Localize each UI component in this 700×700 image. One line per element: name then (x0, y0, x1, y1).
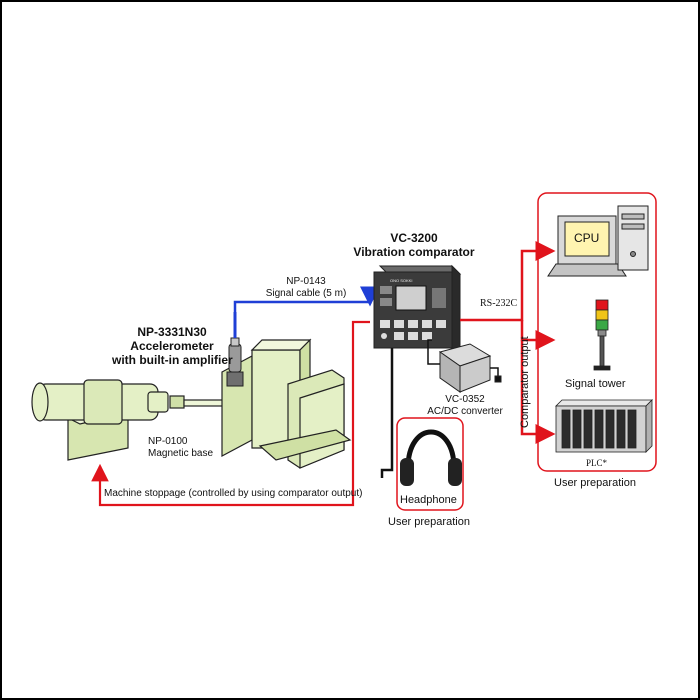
comparator-name: Vibration comparator (353, 244, 475, 259)
plc-label: PLC* (586, 458, 608, 468)
rs232c-label: RS-232C (480, 298, 518, 309)
pc-icon (547, 205, 649, 277)
cpu-label: CPU (574, 231, 600, 245)
plc-icon (555, 399, 653, 453)
machine-stoppage-line (91, 320, 370, 507)
accelerometer-name-line1: Accelerometer (130, 338, 214, 353)
signal-cable-line (233, 286, 380, 312)
svg-text:ONO SOKKI: ONO SOKKI (390, 278, 412, 283)
magnetic-base-label: NP-0100 Magnetic base (148, 436, 213, 459)
accelerometer-model: NP-3331N30 (137, 325, 207, 339)
converter-model: VC-0352 (445, 394, 485, 405)
ac-dc-converter-icon (427, 339, 502, 393)
signal-tower-label: Signal tower (565, 378, 626, 390)
headphone-cable-line (380, 348, 394, 478)
comparator-label: VC-3200 Vibration comparator (344, 231, 484, 260)
signal-cable-label: NP-0143 Signal cable (5 m) (246, 276, 366, 299)
headphone-icon (400, 429, 462, 486)
user-preparation-box-right (537, 192, 657, 472)
magnetic-base-name: Magnetic base (148, 447, 214, 459)
comparator-output-label: Comparator output (519, 336, 531, 428)
magnetic-base-model: NP-0100 (148, 436, 188, 447)
machine (31, 338, 352, 469)
comparator-model: VC-3200 (390, 231, 438, 245)
user-preparation-headphone-label: User preparation (388, 516, 470, 528)
converter-label: VC-0352 AC/DC converter (420, 394, 510, 417)
signal-tower-icon (593, 299, 611, 371)
converter-name: AC/DC converter (427, 405, 503, 417)
machine-stoppage-label: Machine stoppage (controlled by using co… (104, 488, 363, 499)
accelerometer-sensor-icon (226, 312, 244, 387)
accelerometer-label: NP-3331N30 Accelerometer with built-in a… (112, 325, 233, 367)
vc-3200-device-icon: ONO SOKKI (373, 264, 462, 358)
user-preparation-box-headphone (396, 417, 464, 511)
headphone-label: Headphone (400, 494, 457, 506)
accelerometer-name-line2: with built-in amplifier (112, 352, 233, 367)
user-preparation-right-label: User preparation (554, 477, 636, 489)
signal-cable-name: Signal cable (5 m) (265, 287, 347, 299)
signal-cable-model: NP-0143 (286, 276, 326, 287)
